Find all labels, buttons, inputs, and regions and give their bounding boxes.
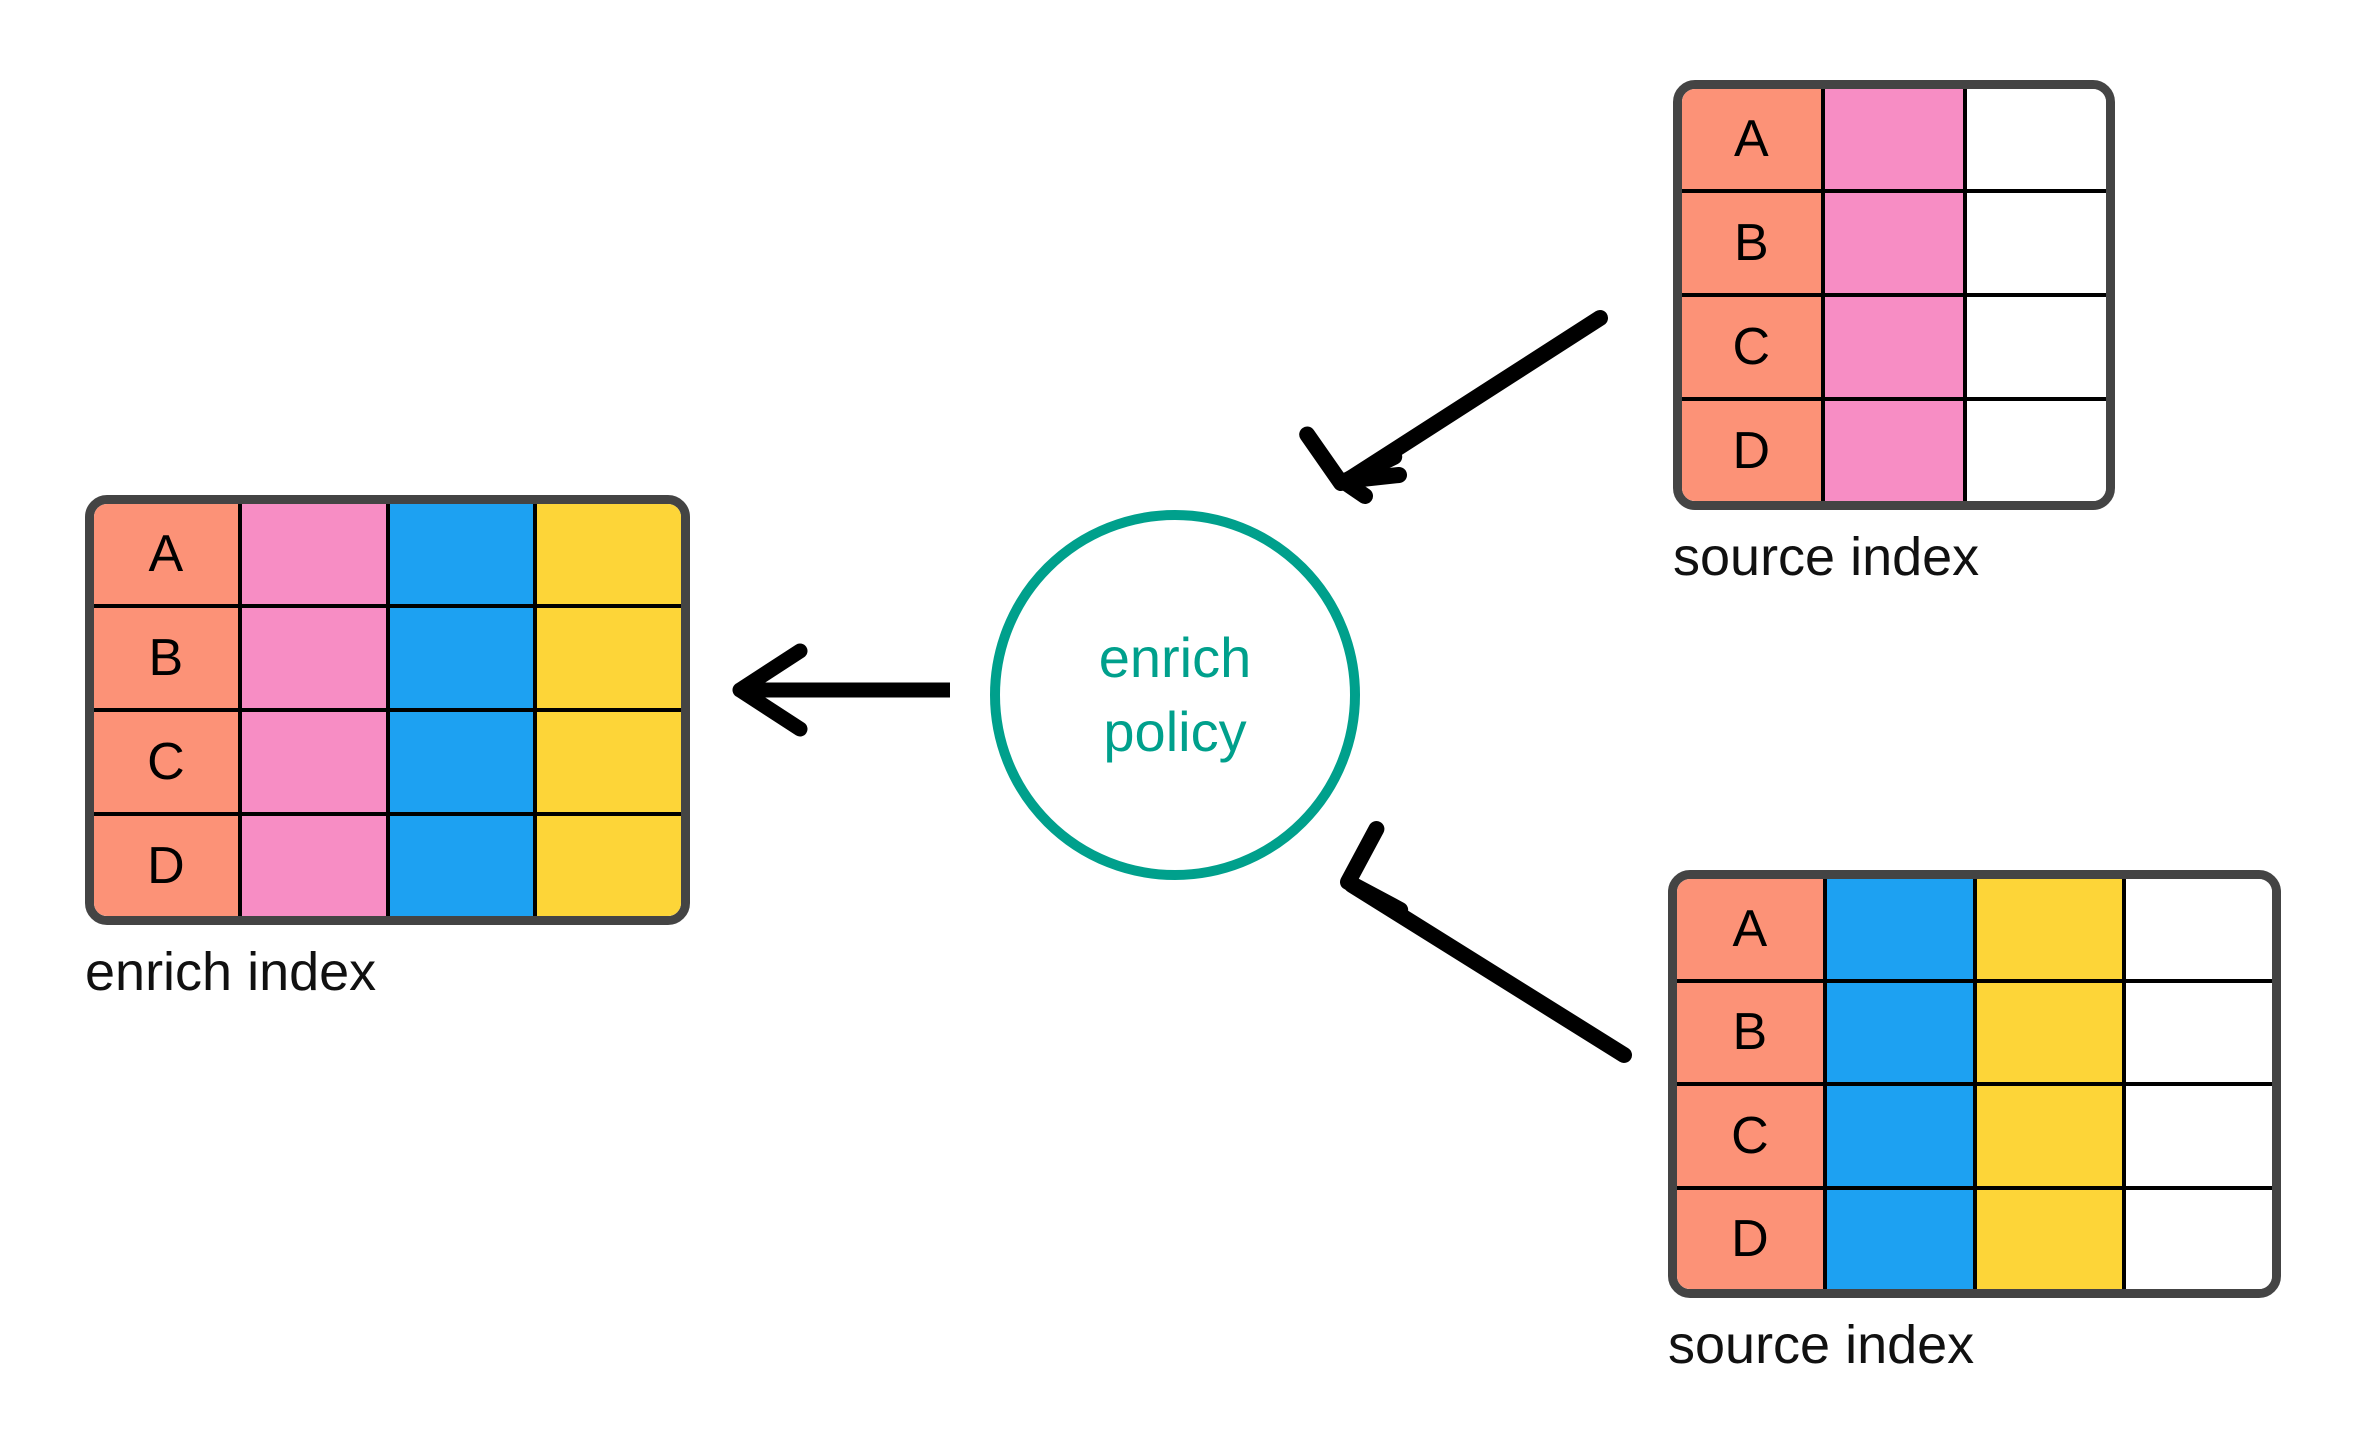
key-cell: C [94,712,238,812]
table-row: A [1677,879,2272,979]
arrow-policy-to-enrich-index-icon [732,643,950,737]
key-cell: B [1682,193,1821,293]
row-key-label: C [1731,1106,1769,1165]
enrich-policy-label: enrich policy [1098,626,1252,763]
table-row: B [1682,189,2106,293]
table-row: C [1677,1082,2272,1186]
row-key-label: B [148,629,184,687]
key-cell: C [1677,1086,1823,1186]
value-cell [2122,1189,2272,1289]
row-key-label: D [1731,1210,1769,1269]
value-cell [237,816,386,916]
key-cell: D [94,816,238,916]
enrich-index-caption: enrich index [85,942,377,1002]
value-cell [385,712,534,812]
value-cell [237,504,386,604]
value-cell [1963,297,2106,397]
key-cell: D [1677,1189,1823,1289]
value-cell [1820,89,1964,189]
value-cell [1822,879,1973,979]
arrow-source-top-to-policy-icon [1299,310,1608,504]
key-cell: A [1682,89,1821,189]
value-cell [1822,1086,1973,1186]
value-cell [1963,193,2106,293]
value-cell [1820,401,1964,501]
row-key-label: B [1733,214,1769,272]
value-cell [1972,1189,2123,1289]
key-cell: D [1682,401,1821,501]
row-key-label: B [1732,1003,1768,1062]
value-cell [2122,982,2272,1082]
table-row: D [94,812,681,916]
value-cell [1820,193,1964,293]
value-cell [237,712,386,812]
row-key-label: D [147,837,185,895]
value-cell [385,816,534,916]
table-row: D [1682,397,2106,501]
row-key-label: A [1733,110,1769,168]
value-cell [385,608,534,708]
value-cell [533,504,681,604]
row-key-label: D [1732,422,1771,480]
table-row: D [1677,1185,2272,1289]
row-key-label: A [148,525,184,583]
value-cell [1963,89,2106,189]
key-cell: A [94,504,238,604]
value-cell [237,608,386,708]
table-row: B [94,604,681,708]
enrich-policy-node[interactable]: enrich policy [990,510,1360,880]
value-cell [1963,401,2106,501]
value-cell [1820,297,1964,397]
value-cell [1972,1086,2123,1186]
value-cell [1822,1189,1973,1289]
value-cell [533,608,681,708]
row-key-label: C [147,733,185,791]
table-row: A [94,504,681,604]
value-cell [385,504,534,604]
table-row: A [1682,89,2106,189]
source-index-bottom-caption: source index [1668,1315,1975,1375]
key-cell: B [1677,982,1823,1082]
key-cell: B [94,608,238,708]
table-row: C [94,708,681,812]
source-index-top-caption: source index [1673,527,1980,587]
value-cell [1822,982,1973,1082]
table-row: B [1677,978,2272,1082]
value-cell [533,816,681,916]
row-key-label: A [1732,899,1768,958]
value-cell [1972,879,2123,979]
value-cell [1972,982,2123,1082]
value-cell [2122,879,2272,979]
value-cell [533,712,681,812]
value-cell [2122,1086,2272,1186]
key-cell: A [1677,879,1823,979]
key-cell: C [1682,297,1821,397]
row-key-label: C [1732,318,1771,376]
arrow-source-bottom-to-policy-icon [1340,820,1632,1063]
table-row: C [1682,293,2106,397]
